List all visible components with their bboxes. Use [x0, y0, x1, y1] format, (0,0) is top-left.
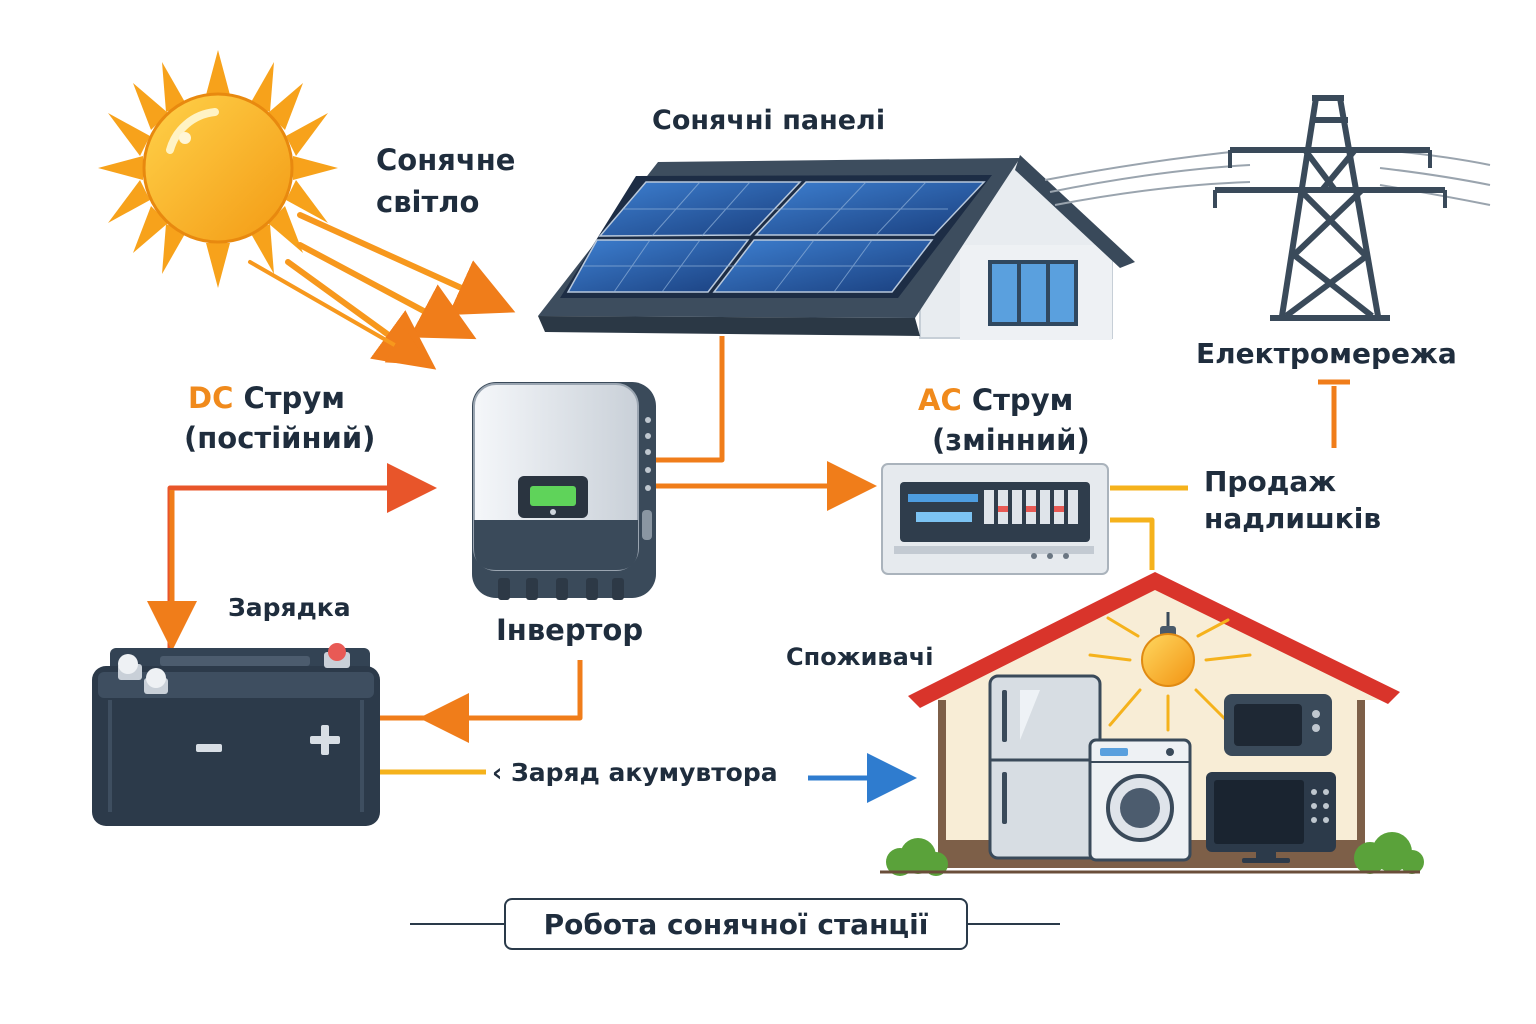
solar-panel-house-icon [538, 155, 1135, 340]
fridge-icon [988, 674, 1102, 860]
solar-panels-label: Сонячні панелі [652, 105, 886, 136]
sunlight-label: Сонячне світло [376, 142, 515, 221]
sunlight-label-line2: світло [376, 185, 480, 220]
power-tower-icon [1213, 95, 1447, 321]
ac-word: Струм [971, 383, 1074, 417]
diagram-title-text: Робота сонячної станції [543, 907, 929, 941]
dc-word: Струм [243, 381, 345, 415]
inverter-icon [472, 382, 656, 600]
washing-machine-icon [1088, 738, 1192, 862]
battery-icon [92, 643, 380, 826]
grid-label: Електромережа [1196, 337, 1457, 370]
consumers-label: Споживачі [786, 643, 934, 671]
ac-subtitle: (змінний) [932, 423, 1090, 458]
charging-label: Зарядка [228, 593, 351, 622]
distribution-panel-icon [881, 463, 1109, 575]
ac-prefix: AC [918, 383, 962, 417]
dc-prefix: DC [188, 381, 234, 415]
power-lines [1044, 149, 1491, 206]
light-bulb-icon [1088, 612, 1252, 732]
sell-surplus-label: Продаж надлишків [1204, 464, 1381, 536]
microwave-icon [1224, 694, 1332, 756]
diagram-title: Робота сонячної станції [504, 898, 968, 950]
battery-terminals [118, 643, 350, 694]
dc-current-label: DC Струм (постійний) [184, 380, 375, 457]
inverter-label: Інвертор [496, 613, 644, 647]
title-rule-left [410, 923, 504, 925]
battery-charge-label: ‹ Заряд акумувтора [492, 757, 778, 788]
sunlight-rays [248, 212, 516, 370]
sell-surplus-line1: Продаж [1204, 465, 1337, 498]
battery-charge-chevron-icon: ‹ [492, 758, 503, 787]
dc-subtitle: (постійний) [184, 421, 376, 456]
sunlight-label-line1: Сонячне [376, 143, 516, 177]
sell-surplus-line2: надлишків [1204, 502, 1382, 535]
tv-icon [1206, 772, 1336, 863]
title-rule-right [968, 923, 1060, 925]
sun-icon [98, 50, 338, 288]
ac-current-label: AC Струм (змінний) [918, 382, 1090, 459]
battery-charge-text: Заряд акумувтора [511, 758, 778, 787]
